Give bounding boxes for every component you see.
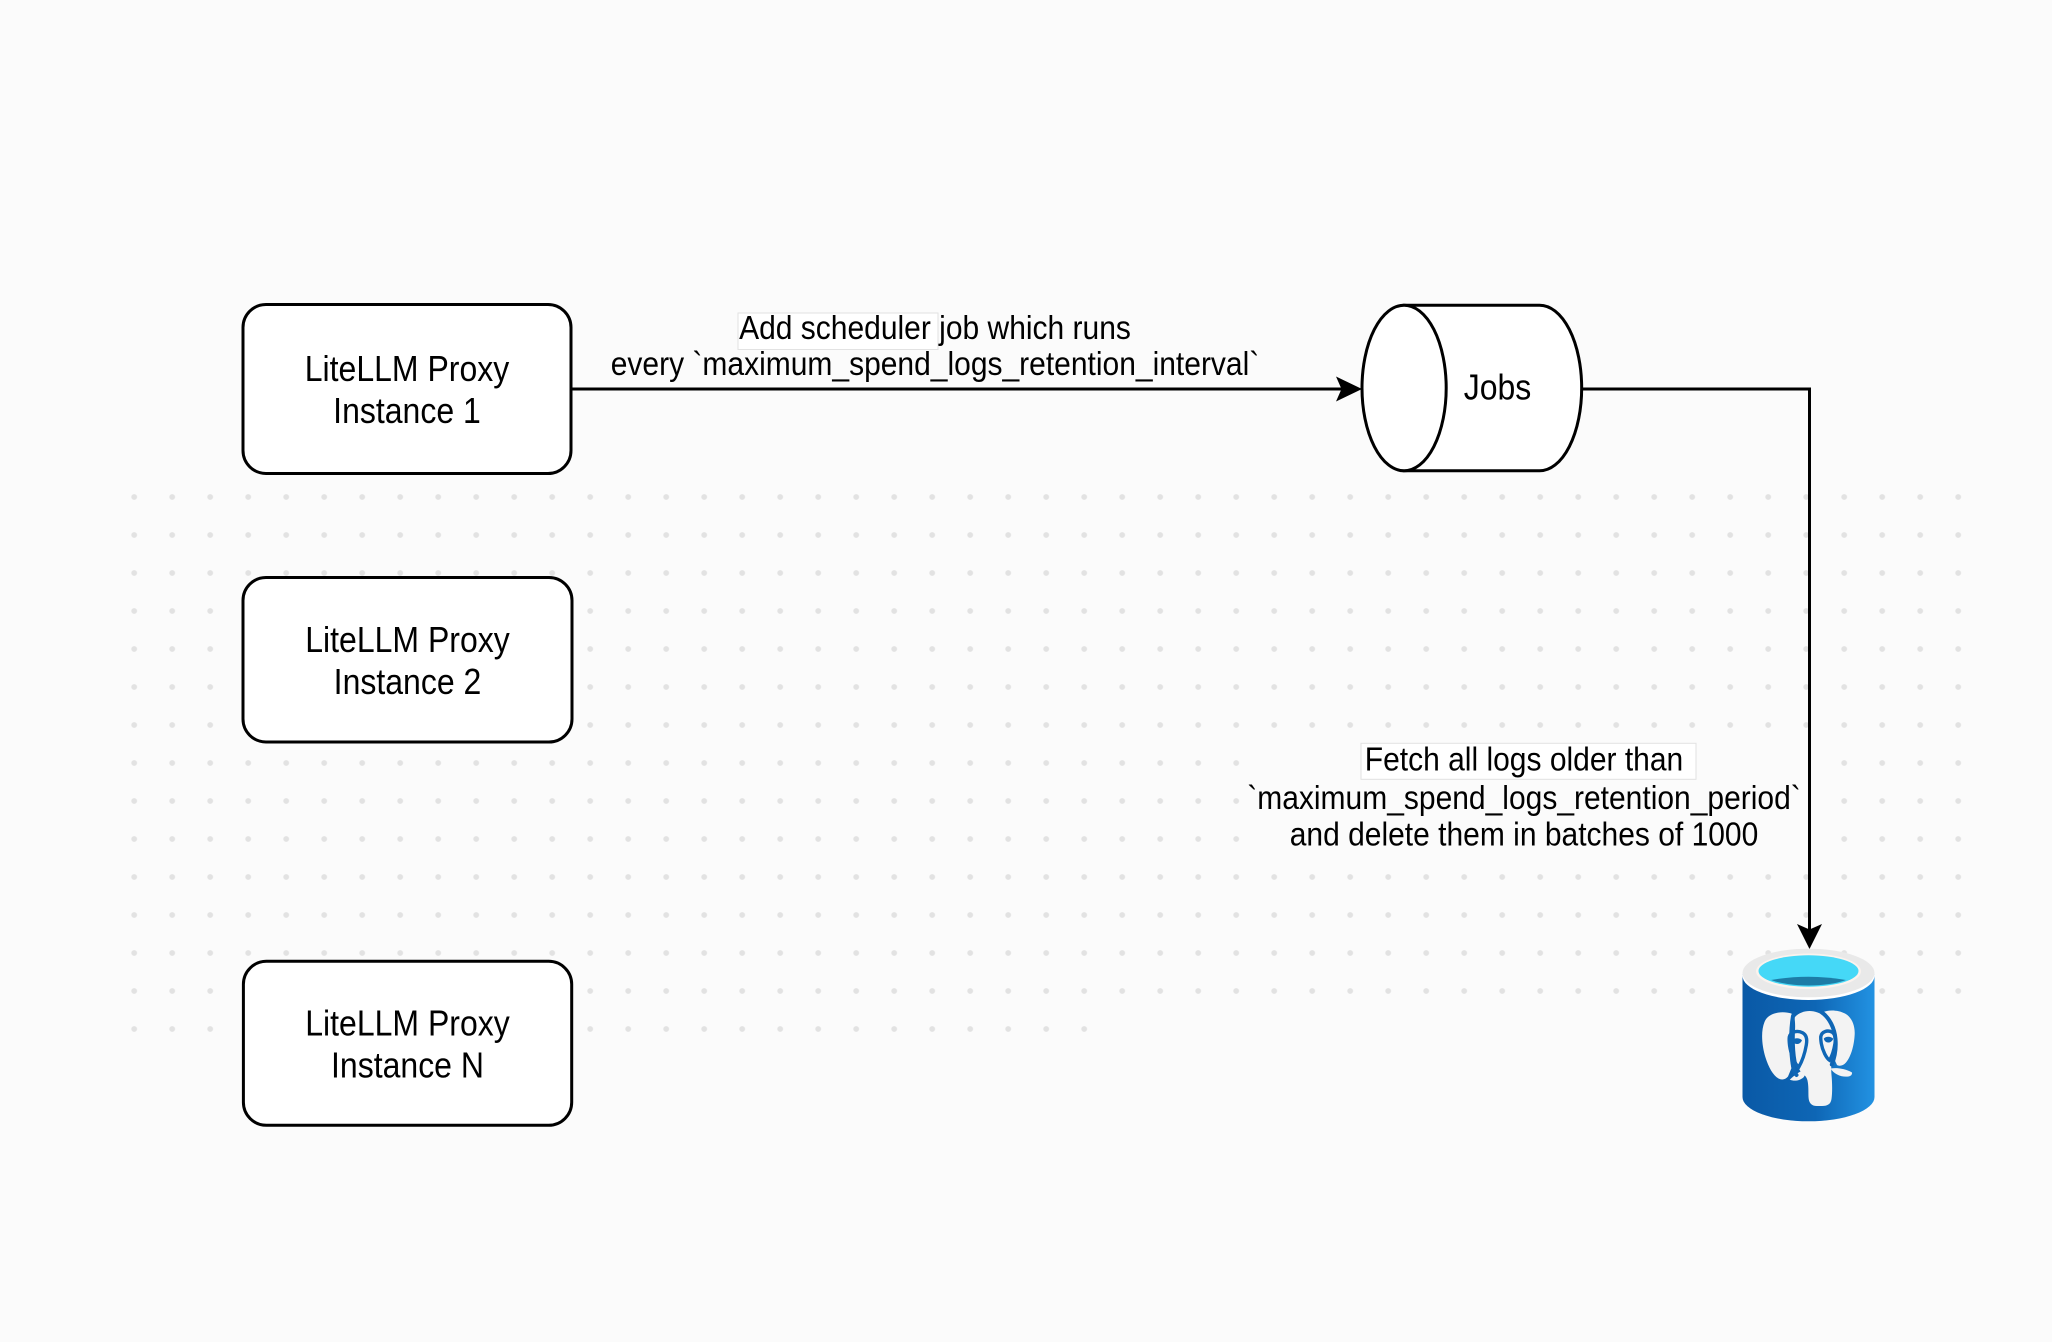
- svg-text:Fetch all logs older than: Fetch all logs older than: [1365, 740, 1683, 778]
- svg-text:LiteLLM Proxy: LiteLLM Proxy: [305, 620, 510, 660]
- svg-text:Instance 1: Instance 1: [333, 391, 481, 431]
- svg-text:`maximum_spend_logs_retention_: `maximum_spend_logs_retention_period`: [1247, 778, 1801, 816]
- svg-text:Instance 2: Instance 2: [334, 662, 482, 702]
- svg-text:and delete them in batches of: and delete them in batches of 1000: [1290, 815, 1759, 853]
- svg-text:Jobs: Jobs: [1464, 368, 1532, 408]
- svg-text:LiteLLM Proxy: LiteLLM Proxy: [305, 349, 510, 389]
- svg-text:Add scheduler job which runs: Add scheduler job which runs: [739, 308, 1131, 346]
- svg-text:LiteLLM Proxy: LiteLLM Proxy: [305, 1004, 510, 1044]
- svg-text:Instance N: Instance N: [331, 1046, 484, 1086]
- svg-text:every `maximum_spend_logs_rete: every `maximum_spend_logs_retention_inte…: [611, 344, 1260, 382]
